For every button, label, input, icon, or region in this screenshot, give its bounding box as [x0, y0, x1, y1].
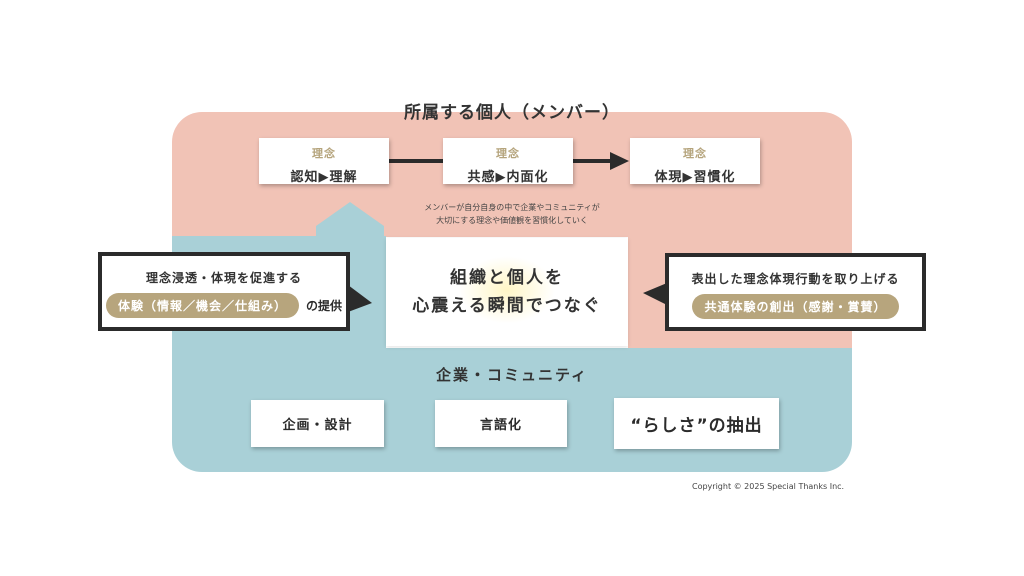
left-callout-pill: 体験（情報／機会／仕組み） [105, 293, 299, 318]
center-line-2: 心震える瞬間でつなぐ [412, 296, 602, 316]
left-callout-suffix: の提供 [306, 299, 343, 313]
card-main-label: 体現▶習慣化 [654, 170, 736, 185]
card-sub-label: 理念 [312, 147, 336, 160]
left-callout-pointer [348, 285, 372, 312]
card-embodiment: 理念 体現▶習慣化 [630, 138, 760, 185]
card-planning: 企画・設計 [251, 400, 384, 447]
copyright: Copyright © 2025 Special Thanks Inc. [692, 482, 845, 491]
card-recognition: 理念 認知▶理解 [259, 138, 389, 185]
card-main-label: 共感▶内面化 [467, 170, 549, 185]
member-note: メンバーが自分自身の中で企業やコミュニティが 大切にする理念や価値観を習慣化して… [385, 201, 639, 227]
card-sub-label: 理念 [683, 147, 707, 160]
left-callout-heading: 理念浸透・体現を促進する [145, 271, 302, 285]
center-line-1: 組織と個人を [450, 268, 564, 288]
company-region-label: 企業・コミュニティ [435, 366, 589, 384]
right-callout-pointer [643, 283, 667, 305]
note-line-2: 大切にする理念や価値観を習慣化していく [436, 216, 588, 225]
right-callout-heading: 表出した理念体現行動を取り上げる [691, 272, 900, 286]
card-extraction: “らしさ”の抽出 [614, 398, 779, 449]
note-line-1: メンバーが自分自身の中で企業やコミュニティが [424, 203, 600, 212]
arrowhead-2-3 [610, 152, 629, 170]
card-verbalization: 言語化 [435, 400, 567, 447]
member-region-label: 所属する個人（メンバー） [404, 103, 620, 123]
right-callout-pill: 共通体験の創出（感謝・賞賛） [692, 294, 899, 319]
card-main-label: 認知▶理解 [290, 170, 358, 185]
card-empathy: 理念 共感▶内面化 [443, 138, 573, 185]
right-callout: 表出した理念体現行動を取り上げる 共通体験の創出（感謝・賞賛） [665, 253, 926, 331]
left-callout: 理念浸透・体現を促進する 体験（情報／機会／仕組み） の提供 [98, 252, 350, 331]
card-sub-label: 理念 [496, 147, 520, 160]
center-message: 組織と個人を 心震える瞬間でつなぐ [386, 238, 628, 346]
